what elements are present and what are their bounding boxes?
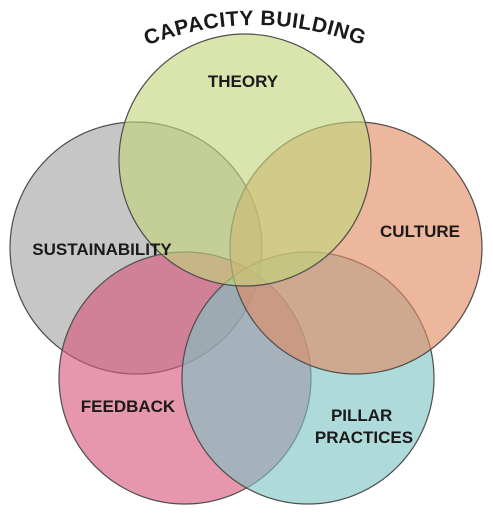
- culture-label-line: CULTURE: [380, 222, 460, 241]
- theory-circle: [118, 33, 372, 287]
- theory-label-line: THEORY: [208, 72, 279, 91]
- pillar-practices-label: PILLAR PRACTICES: [315, 406, 413, 447]
- pillar-practices-label-line-2: PRACTICES: [315, 428, 413, 447]
- feedback-label-line: FEEDBACK: [81, 397, 176, 416]
- culture-label: CULTURE: [380, 222, 460, 241]
- sustainability-label: SUSTAINABILITY: [32, 240, 172, 259]
- sustainability-label-line: SUSTAINABILITY: [32, 240, 172, 259]
- theory-label: THEORY: [208, 72, 279, 91]
- feedback-label: FEEDBACK: [81, 397, 176, 416]
- pillar-practices-label-line-1: PILLAR: [331, 406, 392, 425]
